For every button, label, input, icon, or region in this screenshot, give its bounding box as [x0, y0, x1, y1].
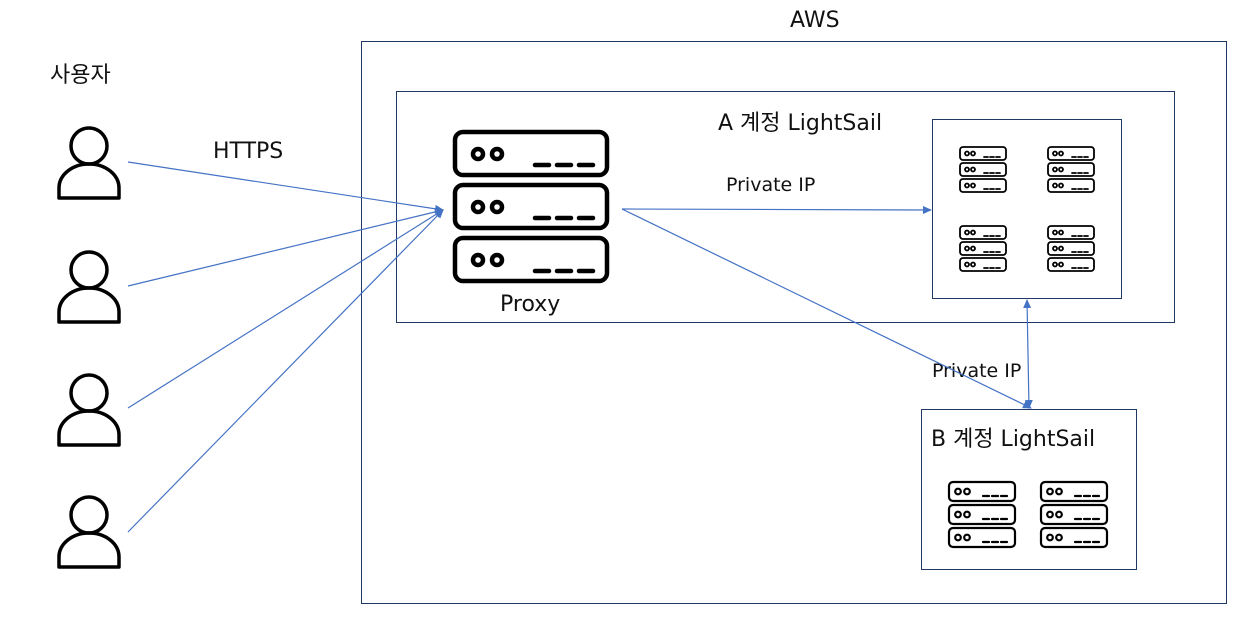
https-arrow — [127, 209, 444, 409]
aws-boundary — [361, 41, 1227, 604]
server-icon — [947, 480, 1017, 549]
users-title: 사용자 — [50, 63, 111, 88]
proxy-label: Proxy — [500, 292, 561, 317]
server-icon — [959, 225, 1007, 272]
aws-title: AWS — [790, 8, 840, 33]
https-label: HTTPS — [213, 139, 284, 164]
person-icon — [57, 250, 121, 324]
private-ip-a-label: Private IP — [726, 174, 816, 196]
private-ip-b-arrow — [621, 208, 1032, 409]
account-a-title: A 계정 LightSail — [718, 111, 883, 136]
proxy-server-icon — [452, 129, 610, 284]
https-arrow — [127, 209, 444, 533]
person-icon — [57, 126, 121, 200]
person-icon — [57, 373, 121, 447]
person-icon — [57, 495, 121, 569]
server-icon — [1047, 146, 1095, 193]
private-ip-b-label: Private IP — [932, 360, 1022, 382]
private-ip-a-arrow — [621, 205, 932, 214]
server-icon — [1039, 480, 1109, 549]
server-icon — [959, 146, 1007, 193]
https-arrow — [127, 207, 444, 287]
account-b-box — [921, 409, 1137, 570]
https-arrow — [127, 161, 444, 213]
account-a-box — [396, 91, 1175, 323]
server-icon — [1047, 225, 1095, 272]
account-b-title: B 계정 LightSail — [931, 427, 1096, 452]
account-link-arrow — [1023, 299, 1033, 409]
account-a-servers-box — [932, 119, 1122, 299]
